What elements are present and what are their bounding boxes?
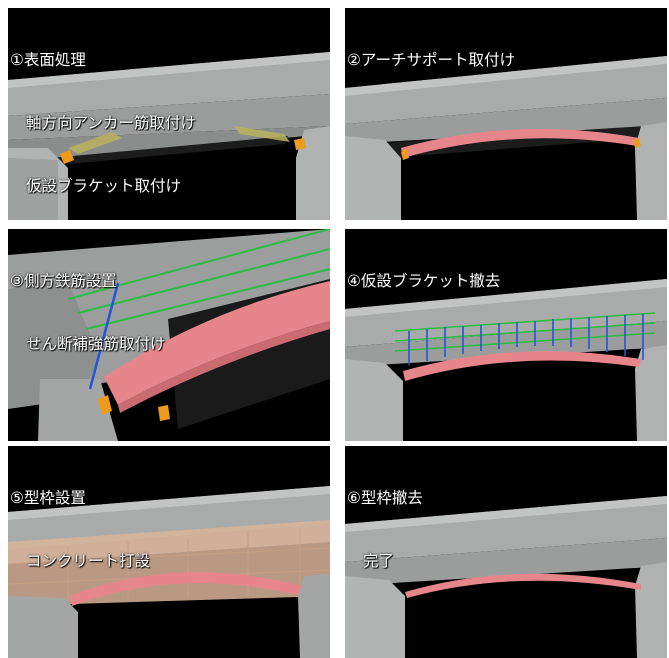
step-6-detail-1: 完了 — [363, 552, 395, 570]
step-5-detail-1: コンクリート打設 — [26, 552, 151, 570]
step-3-caption: ③側方鉄筋設置 せん断補強筋取付け — [8, 229, 166, 397]
step-3-detail-1: せん断補強筋取付け — [26, 335, 166, 353]
step-1-title: ①表面処理 — [10, 51, 86, 69]
step-1-panel: ①表面処理 軸方向アンカー筋取付け 仮設ブラケット取付け — [8, 8, 330, 220]
step-3-panel: ③側方鉄筋設置 せん断補強筋取付け — [8, 229, 330, 441]
step-2-illustration — [345, 8, 667, 220]
step-4-illustration — [345, 229, 667, 441]
step-6-title: ⑥型枠撤去 — [347, 489, 423, 507]
step-6-illustration — [345, 446, 667, 658]
step-4-title: ④仮設ブラケット撤去 — [347, 272, 501, 290]
step-1-caption: ①表面処理 軸方向アンカー筋取付け 仮設ブラケット取付け — [8, 8, 196, 220]
step-5-caption: ⑤型枠設置 コンクリート打設 — [8, 446, 150, 614]
step-2-caption: ②アーチサポート取付け — [345, 8, 515, 113]
step-5-title: ⑤型枠設置 — [10, 489, 86, 507]
step-3-illustration — [8, 229, 330, 441]
step-2-title: ②アーチサポート取付け — [347, 51, 515, 69]
step-4-caption: ④仮設ブラケット撤去 — [345, 229, 500, 334]
step-1-detail-2: 仮設ブラケット取付け — [26, 177, 182, 195]
step-2-panel: ②アーチサポート取付け — [345, 8, 667, 220]
step-1-detail-1: 軸方向アンカー筋取付け — [26, 114, 196, 132]
step-5-illustration — [8, 446, 330, 658]
step-4-panel: ④仮設ブラケット撤去 — [345, 229, 667, 441]
step-6-panel: ⑥型枠撤去 完了 — [345, 446, 667, 658]
step-6-caption: ⑥型枠撤去 完了 — [345, 446, 423, 614]
step-1-illustration — [8, 8, 330, 220]
step-5-panel: ⑤型枠設置 コンクリート打設 — [8, 446, 330, 658]
step-3-title: ③側方鉄筋設置 — [10, 272, 117, 290]
